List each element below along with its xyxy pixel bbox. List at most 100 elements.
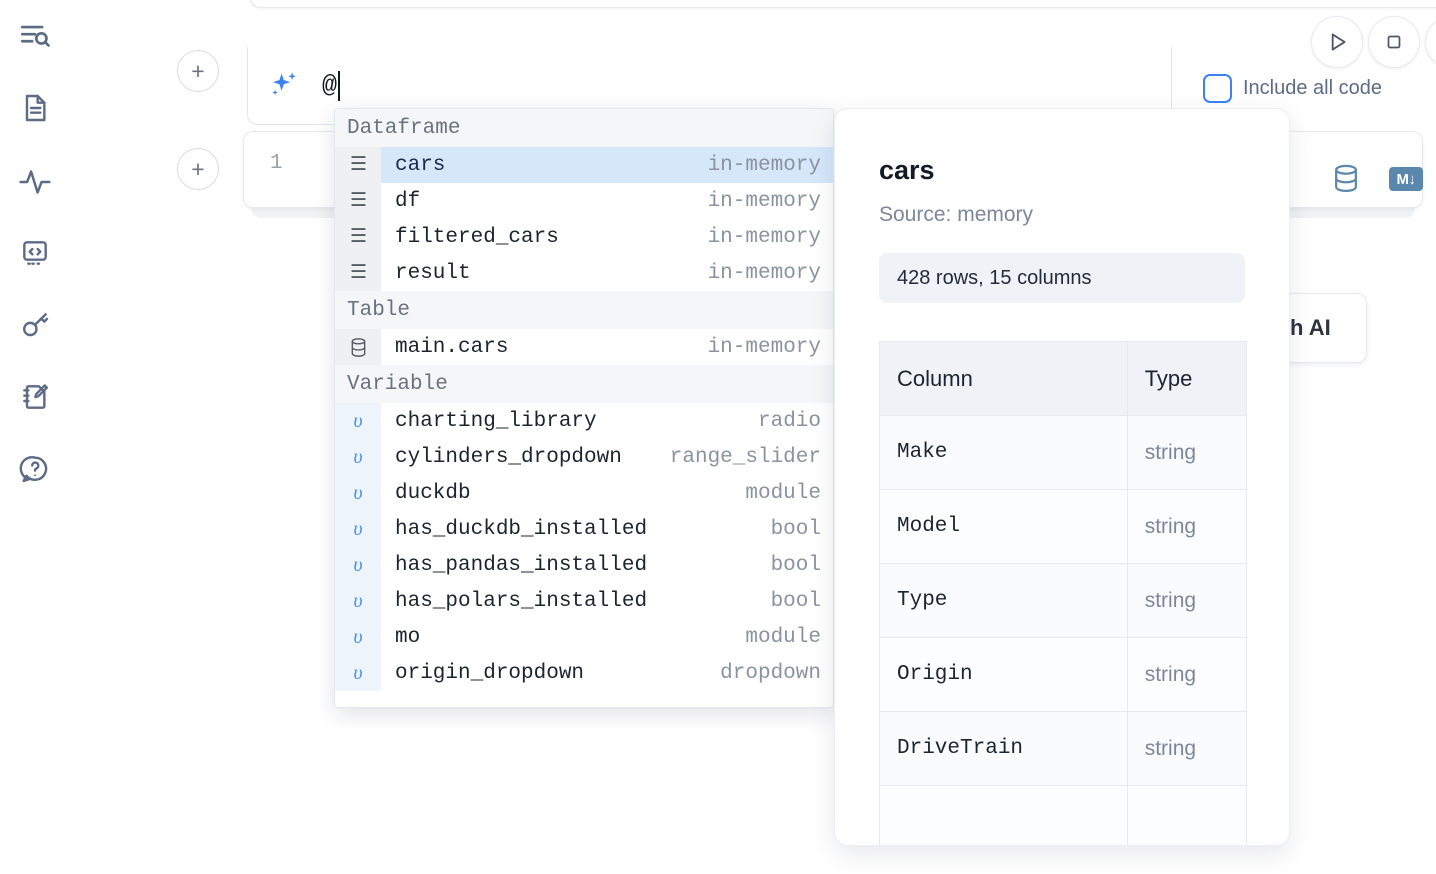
code-snippets-icon[interactable] (14, 232, 56, 274)
dataframe-icon: ☰ (349, 153, 367, 176)
schema-column-name: DriveTrain (879, 711, 1128, 786)
dataframe-icon: ☰ (349, 189, 367, 212)
play-icon (1331, 33, 1346, 51)
variable-icon: υ (353, 409, 363, 432)
autocomplete-item-icon: υ (335, 511, 381, 547)
autocomplete-item-name: origin_dropdown (395, 661, 585, 685)
markdown-icon[interactable]: M↓ (1389, 167, 1423, 191)
autocomplete-item-icon: υ (335, 655, 381, 691)
autocomplete-item-icon: ☰ (335, 183, 381, 219)
add-cell-above-button[interactable]: + (177, 50, 219, 92)
variable-icon: υ (353, 661, 363, 684)
autocomplete-item-meta: module (745, 481, 821, 505)
autocomplete-item-name: df (395, 189, 421, 213)
plus-icon: + (191, 57, 205, 84)
stop-icon (1387, 35, 1401, 49)
autocomplete-item[interactable]: υ duckdb module (335, 475, 833, 511)
dataframe-preview-panel: cars Source: memory 428 rows, 15 columns… (834, 108, 1290, 846)
plus-icon: + (191, 155, 205, 182)
cell-line-number: 1 (270, 152, 283, 175)
table-icon (351, 337, 365, 357)
autocomplete-item-name: duckdb (395, 481, 471, 505)
autocomplete-item-meta: bool (770, 553, 821, 577)
preview-source: Source: memory (879, 203, 1034, 226)
help-chat-icon[interactable] (14, 448, 56, 490)
database-icon[interactable] (1331, 163, 1361, 195)
ai-action-chip-label: h AI (1290, 315, 1331, 340)
activity-icon[interactable] (14, 161, 56, 203)
autocomplete-item-name: has_polars_installed (395, 589, 648, 613)
variable-icon: υ (353, 589, 363, 612)
column-header-type: Type (1126, 341, 1248, 416)
schema-column-name: Model (879, 489, 1128, 564)
more-options-button[interactable] (1425, 16, 1436, 68)
autocomplete-item[interactable]: υ origin_dropdown dropdown (335, 655, 833, 691)
document-icon[interactable] (14, 87, 56, 129)
autocomplete-item-icon: υ (335, 583, 381, 619)
autocomplete-item-icon (335, 329, 381, 365)
sparkle-icon (272, 71, 296, 95)
variable-icon: υ (353, 553, 363, 576)
notebook-panel-edge (249, 0, 1436, 8)
ai-action-chip[interactable]: h AI (1283, 293, 1367, 363)
autocomplete-item-meta: in-memory (707, 335, 821, 359)
schema-column-type (1126, 785, 1248, 845)
autocomplete-item-meta: dropdown (720, 661, 821, 685)
variable-icon: υ (353, 625, 363, 648)
notebook-edit-icon[interactable] (14, 376, 56, 418)
autocomplete-item[interactable]: main.cars in-memory (335, 329, 833, 365)
autocomplete-item[interactable]: υ has_polars_installed bool (335, 583, 833, 619)
sidebar-rail (0, 0, 70, 874)
schema-column-name: Type (879, 563, 1128, 638)
autocomplete-item-name: has_duckdb_installed (395, 517, 648, 541)
stop-button[interactable] (1368, 16, 1420, 68)
autocomplete-item[interactable]: υ has_duckdb_installed bool (335, 511, 833, 547)
variable-icon: υ (353, 445, 363, 468)
table-header-row: Column Type (879, 341, 1248, 416)
autocomplete-item-name: cylinders_dropdown (395, 445, 622, 469)
preview-title: cars (879, 155, 935, 185)
column-header-column: Column (879, 341, 1128, 416)
file-explorer-icon[interactable] (14, 16, 56, 58)
table-row-partial (879, 785, 1248, 845)
autocomplete-group-header: Variable (335, 365, 833, 403)
key-icon[interactable] (14, 304, 56, 346)
autocomplete-item-meta: bool (770, 589, 821, 613)
autocomplete-item-meta: in-memory (707, 261, 821, 285)
autocomplete-item-name: cars (395, 153, 446, 177)
ai-prompt-input[interactable]: @ (322, 47, 341, 124)
autocomplete-item-icon: υ (335, 439, 381, 475)
autocomplete-item-icon: υ (335, 475, 381, 511)
schema-column-type: string (1126, 415, 1248, 490)
schema-column-name (879, 785, 1128, 845)
run-button[interactable] (1311, 16, 1363, 68)
schema-column-type: string (1126, 711, 1248, 786)
autocomplete-item-name: main.cars (395, 335, 509, 359)
schema-column-type: string (1126, 489, 1248, 564)
autocomplete-item-meta: bool (770, 517, 821, 541)
variable-icon: υ (353, 481, 363, 504)
autocomplete-group-header: Table (335, 291, 833, 329)
include-all-code-row[interactable]: Include all code (1203, 74, 1382, 103)
dataframe-icon: ☰ (349, 225, 367, 248)
autocomplete-item-icon: ☰ (335, 255, 381, 291)
preview-shape-badge: 428 rows, 15 columns (879, 253, 1245, 303)
add-cell-below-button[interactable]: + (177, 148, 219, 190)
schema-column-type: string (1126, 637, 1248, 712)
include-all-code-checkbox[interactable] (1203, 74, 1232, 103)
